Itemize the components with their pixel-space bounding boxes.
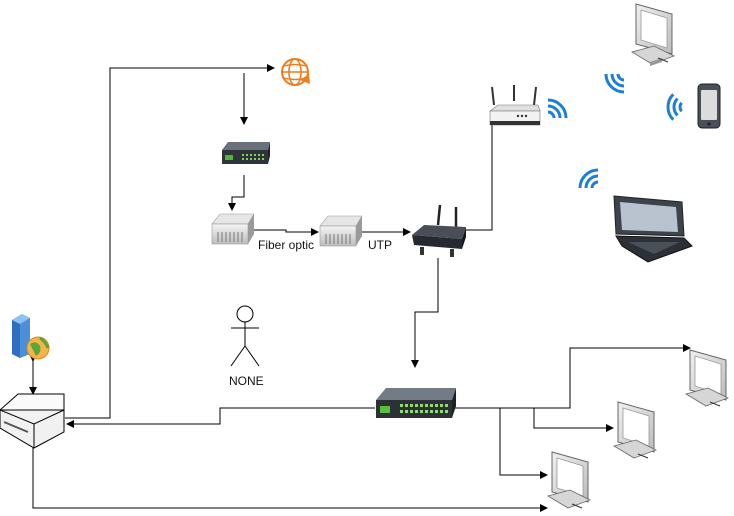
internet-globe-icon <box>281 58 310 86</box>
utp-label: UTP <box>368 238 392 252</box>
link-switch-converter <box>228 175 245 211</box>
link-switch-server <box>66 407 375 428</box>
wifi-signal-ap-icon <box>547 98 568 119</box>
link-router-switch <box>411 258 439 368</box>
laptop-icon <box>613 195 693 263</box>
connections <box>29 64 691 512</box>
mobile-phone-icon <box>697 83 721 129</box>
fiber-optic-label: Fiber optic <box>258 238 315 252</box>
desktop-wireless-icon <box>630 3 676 66</box>
switch-top-icon <box>222 142 270 164</box>
link-switch-pc2 <box>455 407 614 432</box>
web-server-icon <box>12 314 50 360</box>
media-converter-1-icon <box>211 213 255 245</box>
wifi-signal-desktop-icon <box>604 73 625 94</box>
pc-1-icon <box>684 349 730 407</box>
link-switch-pc3 <box>455 407 548 479</box>
link-server-internet <box>65 64 275 419</box>
actor-icon <box>230 305 260 367</box>
wifi-signal-phone-icon <box>666 93 683 121</box>
link-switch-pc1 <box>455 344 691 409</box>
pc-3-icon <box>546 451 592 509</box>
link-fiber <box>254 228 319 236</box>
switch-bottom-icon <box>376 388 456 418</box>
wifi-signal-laptop-icon <box>578 168 599 189</box>
router-icon <box>412 204 466 257</box>
access-point-icon <box>489 85 541 126</box>
actor-label: NONE <box>229 374 264 388</box>
media-converter-2-icon <box>319 215 363 247</box>
link-server-pc3 <box>32 448 548 512</box>
link-router-ap <box>466 120 493 231</box>
pc-2-icon <box>612 401 658 459</box>
server-icon <box>0 393 65 449</box>
